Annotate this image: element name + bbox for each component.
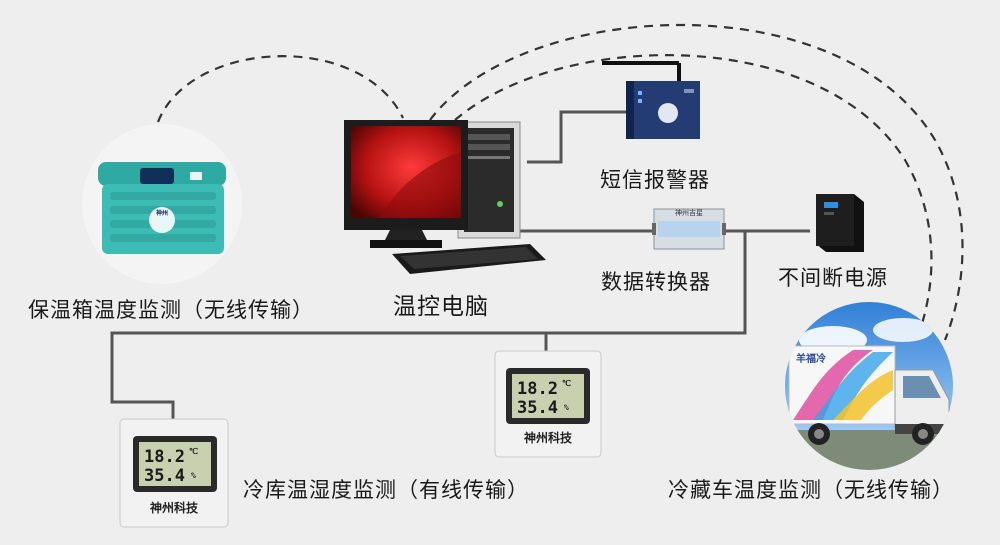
sensor-left-temp-unit: ℃ bbox=[189, 447, 198, 456]
sensor-middle-brand: 神州科技 bbox=[524, 430, 573, 445]
computer-image bbox=[344, 120, 546, 274]
ups-image bbox=[816, 194, 864, 252]
sensor-middle-temp: 18.2 bbox=[517, 379, 558, 399]
label-pc: 温控电脑 bbox=[393, 294, 489, 320]
wire-pc-sms bbox=[527, 110, 630, 164]
label-coldstore: 冷库温湿度监测（有线传输） bbox=[243, 478, 529, 502]
label-cooler: 保温箱温度监测（无线传输） bbox=[28, 298, 314, 322]
data-converter-image bbox=[652, 208, 726, 250]
cooler-box-image bbox=[82, 124, 242, 284]
truck-image bbox=[785, 302, 953, 470]
wireless-link-truck-inner bbox=[454, 54, 933, 331]
wireless-link-truck-outer bbox=[429, 23, 964, 341]
sensor-middle-temp-unit: ℃ bbox=[562, 379, 571, 388]
label-truck: 冷藏车温度监测（无线传输） bbox=[668, 478, 954, 502]
wire-converter-bus bbox=[110, 231, 747, 420]
sensor-left-hum-unit: % bbox=[191, 471, 196, 480]
label-sms: 短信报警器 bbox=[600, 168, 710, 192]
truck-side-text: 羊福冷 bbox=[796, 354, 826, 365]
sensor-middle-hum: 35.4 bbox=[517, 398, 558, 418]
label-ups: 不间断电源 bbox=[778, 266, 888, 290]
sensor-left-image: 18.2 ℃ 35.4 % 神州科技 bbox=[119, 418, 229, 528]
sensor-middle-image: 18.2 ℃ 35.4 % 神州科技 bbox=[494, 350, 602, 458]
sensor-left-brand: 神州科技 bbox=[150, 500, 199, 515]
wireless-link-cooler bbox=[156, 55, 404, 123]
cooler-logo-text: 神州 bbox=[155, 210, 168, 217]
label-converter: 数据转换器 bbox=[601, 270, 711, 294]
sensor-left-hum: 35.4 bbox=[144, 466, 185, 486]
converter-face-text: 神州吉星 bbox=[675, 209, 703, 217]
sensor-middle-hum-unit: % bbox=[564, 403, 569, 412]
sms-alarm-image bbox=[602, 61, 700, 139]
sensor-left-temp: 18.2 bbox=[144, 447, 185, 467]
